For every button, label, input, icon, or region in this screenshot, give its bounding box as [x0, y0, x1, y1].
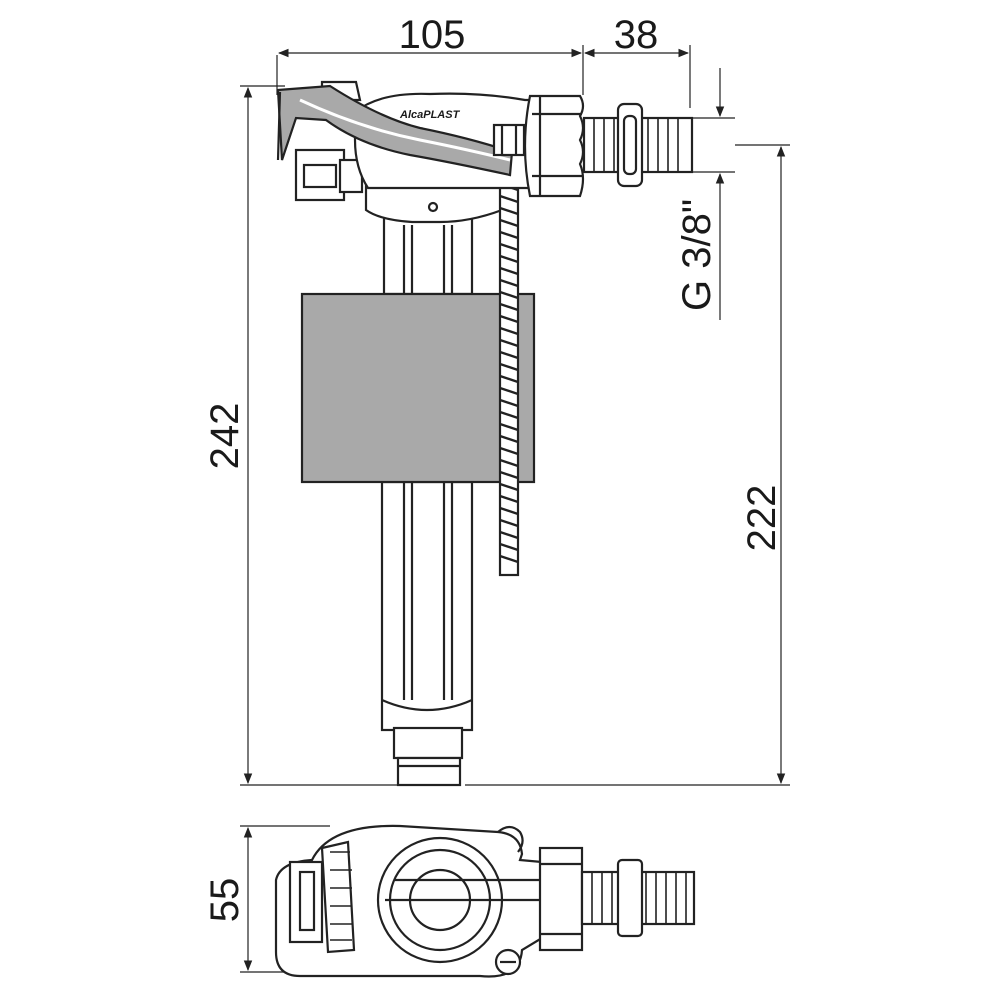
dimension-lines	[240, 45, 790, 973]
valve-front-view: AlcaPLAST	[276, 80, 694, 787]
brand-logo: AlcaPLAST	[399, 109, 461, 121]
dimension-thread: G 3/8"	[675, 199, 719, 311]
dimension-105: 105	[399, 13, 466, 57]
dimension-55: 55	[203, 878, 247, 923]
dimension-38: 38	[614, 13, 659, 57]
valve-top-view	[274, 824, 696, 978]
dimension-242: 242	[203, 403, 247, 470]
dimension-222: 222	[740, 485, 784, 552]
